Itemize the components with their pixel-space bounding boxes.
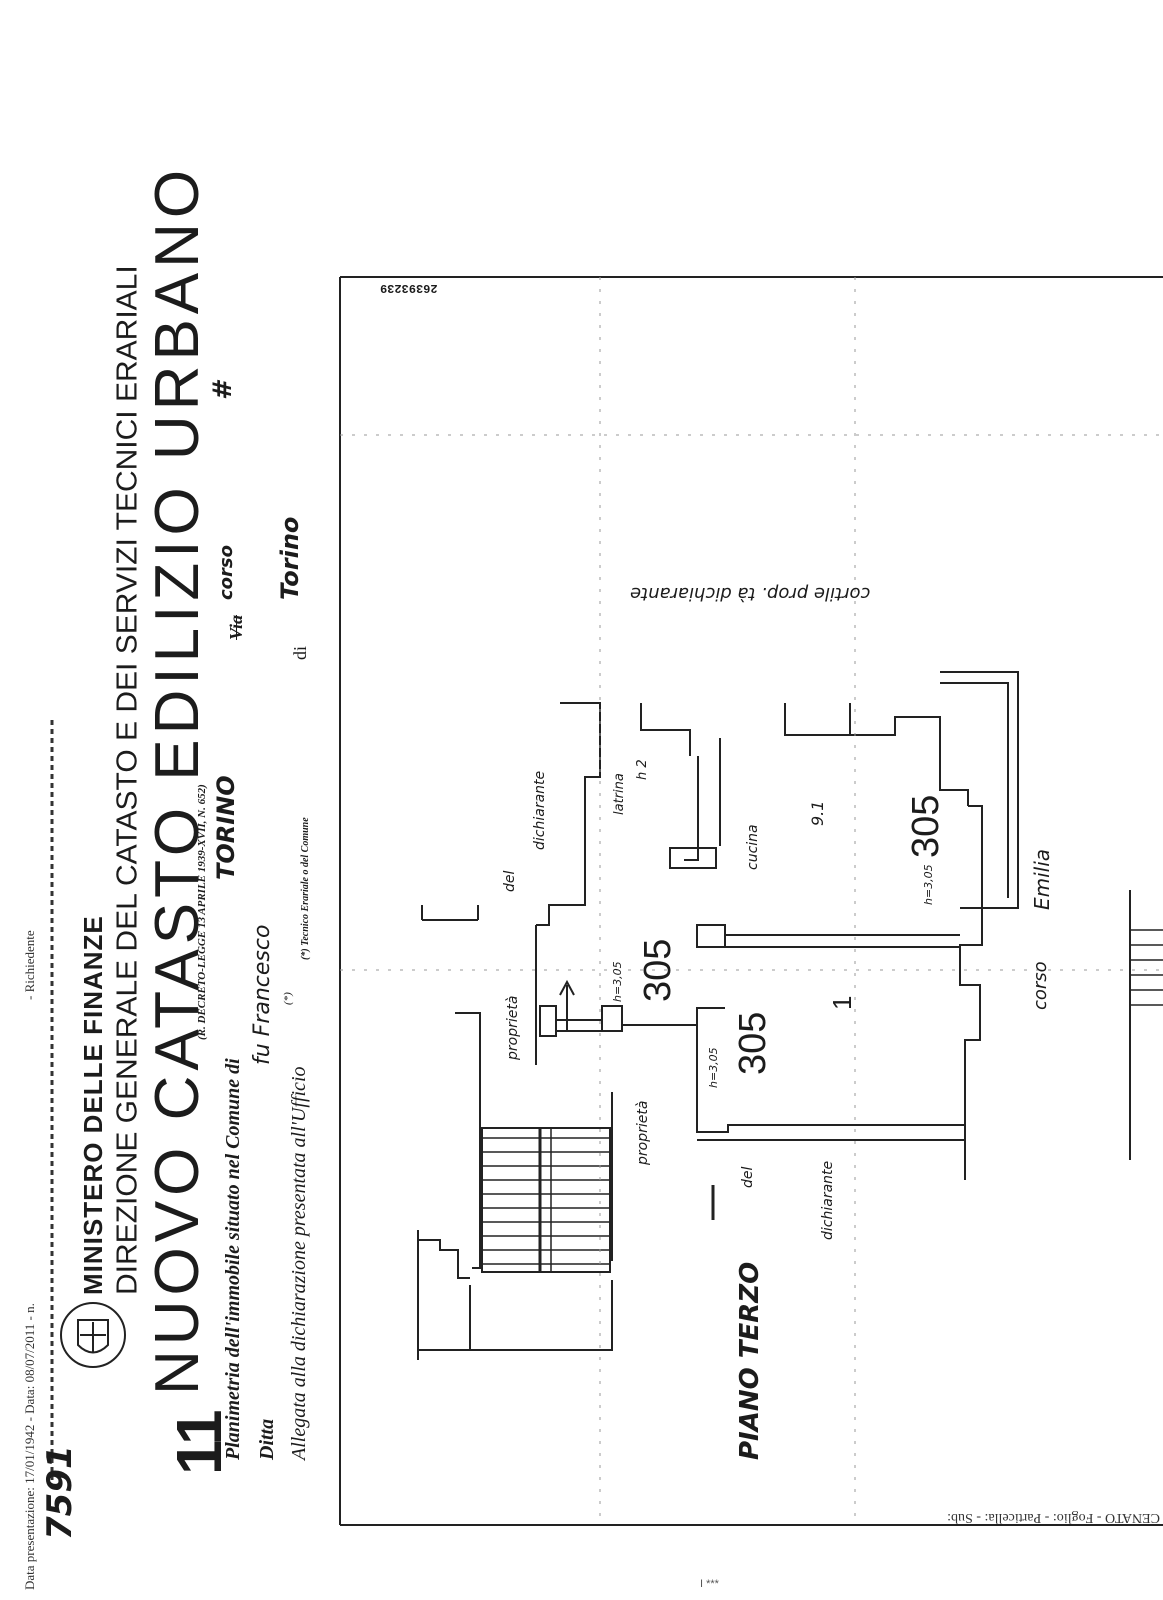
bottom-foot: I *** (700, 1578, 719, 1590)
label-305-room: 305 (732, 1011, 774, 1075)
pier-3 (601, 1005, 623, 1032)
wall-b3 (418, 1280, 613, 1351)
wall-upper-left (536, 702, 601, 926)
label-h-room: h=3,05 (707, 1047, 720, 1088)
wall-latrina (684, 756, 699, 861)
wall-right (959, 805, 983, 1180)
stamp-serial: 26393239 (380, 281, 438, 295)
label-latrina: latrina (612, 773, 627, 815)
bottom-strip-text: CENATO - Foglio: - Particella: - Sub: (947, 1510, 1160, 1525)
label-latrina-h: h 2 (635, 759, 650, 780)
stair-left-wall (455, 1012, 481, 1269)
di-label: di (290, 645, 310, 660)
wall-right-top (849, 703, 969, 806)
allegata-label: Allegata alla dichiarazione presentata a… (288, 1066, 310, 1461)
di-value: Torino (276, 516, 304, 600)
coat-of-arms-icon (60, 1302, 126, 1368)
label-cortile: cortile prop. tà dichiarante (630, 583, 871, 604)
planimetria-label: Planimetria dell'immobile situato nel Co… (222, 1058, 244, 1460)
label-piano-terzo: PIANO TERZO (735, 1261, 765, 1460)
wall-room-bottom (696, 1025, 965, 1133)
allegata-sup: (*) (282, 992, 294, 1005)
pier-1 (669, 847, 717, 869)
wall-window-1 (640, 703, 691, 756)
stair-box (481, 1127, 611, 1273)
ditta-value: fu Francesco (250, 924, 275, 1065)
via-label: Via (226, 614, 246, 640)
label-proprieta-top: proprietà (505, 995, 521, 1060)
wall-window-2 (784, 703, 850, 736)
balcony-inner (940, 682, 1009, 898)
label-corso: corso (1030, 961, 1051, 1010)
label-cucina-num: 9.1 (808, 800, 827, 826)
decree: (R. DECRETO-LEGGE 13 APRILE 1939-XVII, N… (196, 784, 208, 1040)
footnote: (*) Tecnico Erariale o del Comune (300, 817, 311, 960)
wall-room-bottom-2 (697, 1139, 966, 1180)
label-305-mid: 305 (637, 938, 679, 1002)
title: NUOVO CATASTO EDILIZIO URBANO (143, 164, 212, 1395)
label-dichiarante-bottom: dichiarante (820, 1160, 836, 1240)
wall-bottom-notch (418, 1239, 470, 1279)
ministry: MINISTERO DELLE FINANZE (78, 915, 108, 1295)
label-h-kitchen: h=3,05 (922, 864, 935, 905)
arrow-head (559, 979, 575, 996)
richiedente: - Richiedente (22, 930, 37, 1000)
balcony (940, 671, 1019, 909)
label-proprieta-bottom: proprietà (635, 1100, 651, 1165)
ditta-label: Ditta (256, 1418, 278, 1460)
pier-4 (539, 1005, 557, 1037)
label-room-1: 1 (827, 995, 857, 1010)
via-value: corso (216, 545, 237, 600)
label-emilia: Emilia (1030, 848, 1054, 910)
stair-treads (482, 1137, 610, 1265)
label-dichiarante-top: dichiarante (532, 770, 548, 850)
pier-2 (696, 924, 726, 948)
label-del-top: del (502, 870, 518, 892)
comune-value: TORINO (212, 775, 240, 880)
wall-room-top (622, 1007, 725, 1026)
direction: DIREZIONE GENERALE DEL CATASTO E DEI SER… (112, 265, 144, 1295)
label-del-bottom: del (740, 1166, 756, 1188)
handwritten-number: 7591 (40, 1445, 80, 1540)
data-presentazione: Data presentazione: 17/01/1942 - Data: 0… (22, 1303, 37, 1590)
via-number: # (208, 381, 238, 400)
label-cucina: cucina (745, 824, 761, 870)
adjacent-treads (1130, 929, 1163, 1006)
label-h-mid: h=3,05 (611, 961, 624, 1002)
label-305-kitchen: 305 (905, 794, 947, 858)
